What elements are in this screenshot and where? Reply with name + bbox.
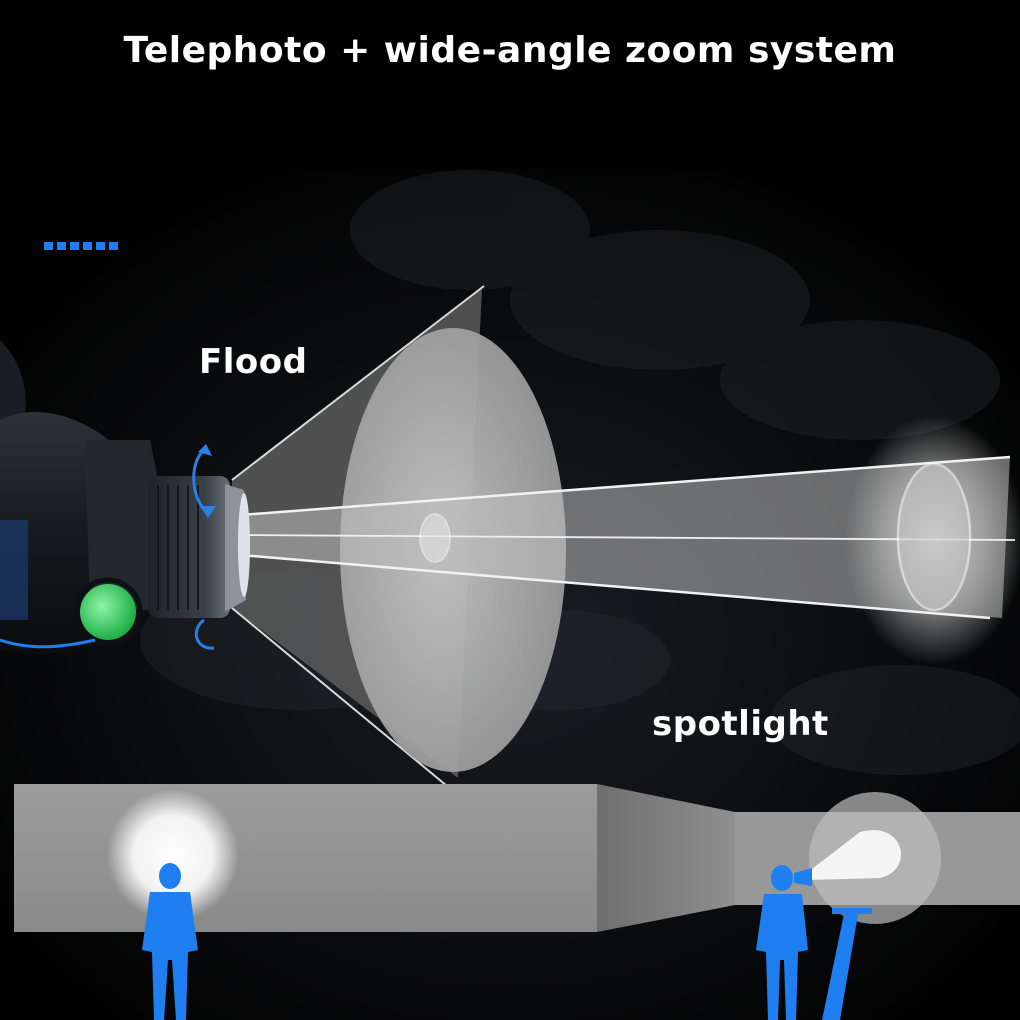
flood-tunnel-box	[14, 784, 597, 932]
spotlight-label: spotlight	[652, 704, 829, 744]
power-button	[80, 584, 136, 640]
page-title: Telephoto + wide-angle zoom system	[0, 30, 1020, 71]
flood-label: Flood	[199, 342, 307, 382]
spot-beam-ring-near	[420, 514, 450, 562]
spot-beam-ring-far	[898, 464, 970, 610]
